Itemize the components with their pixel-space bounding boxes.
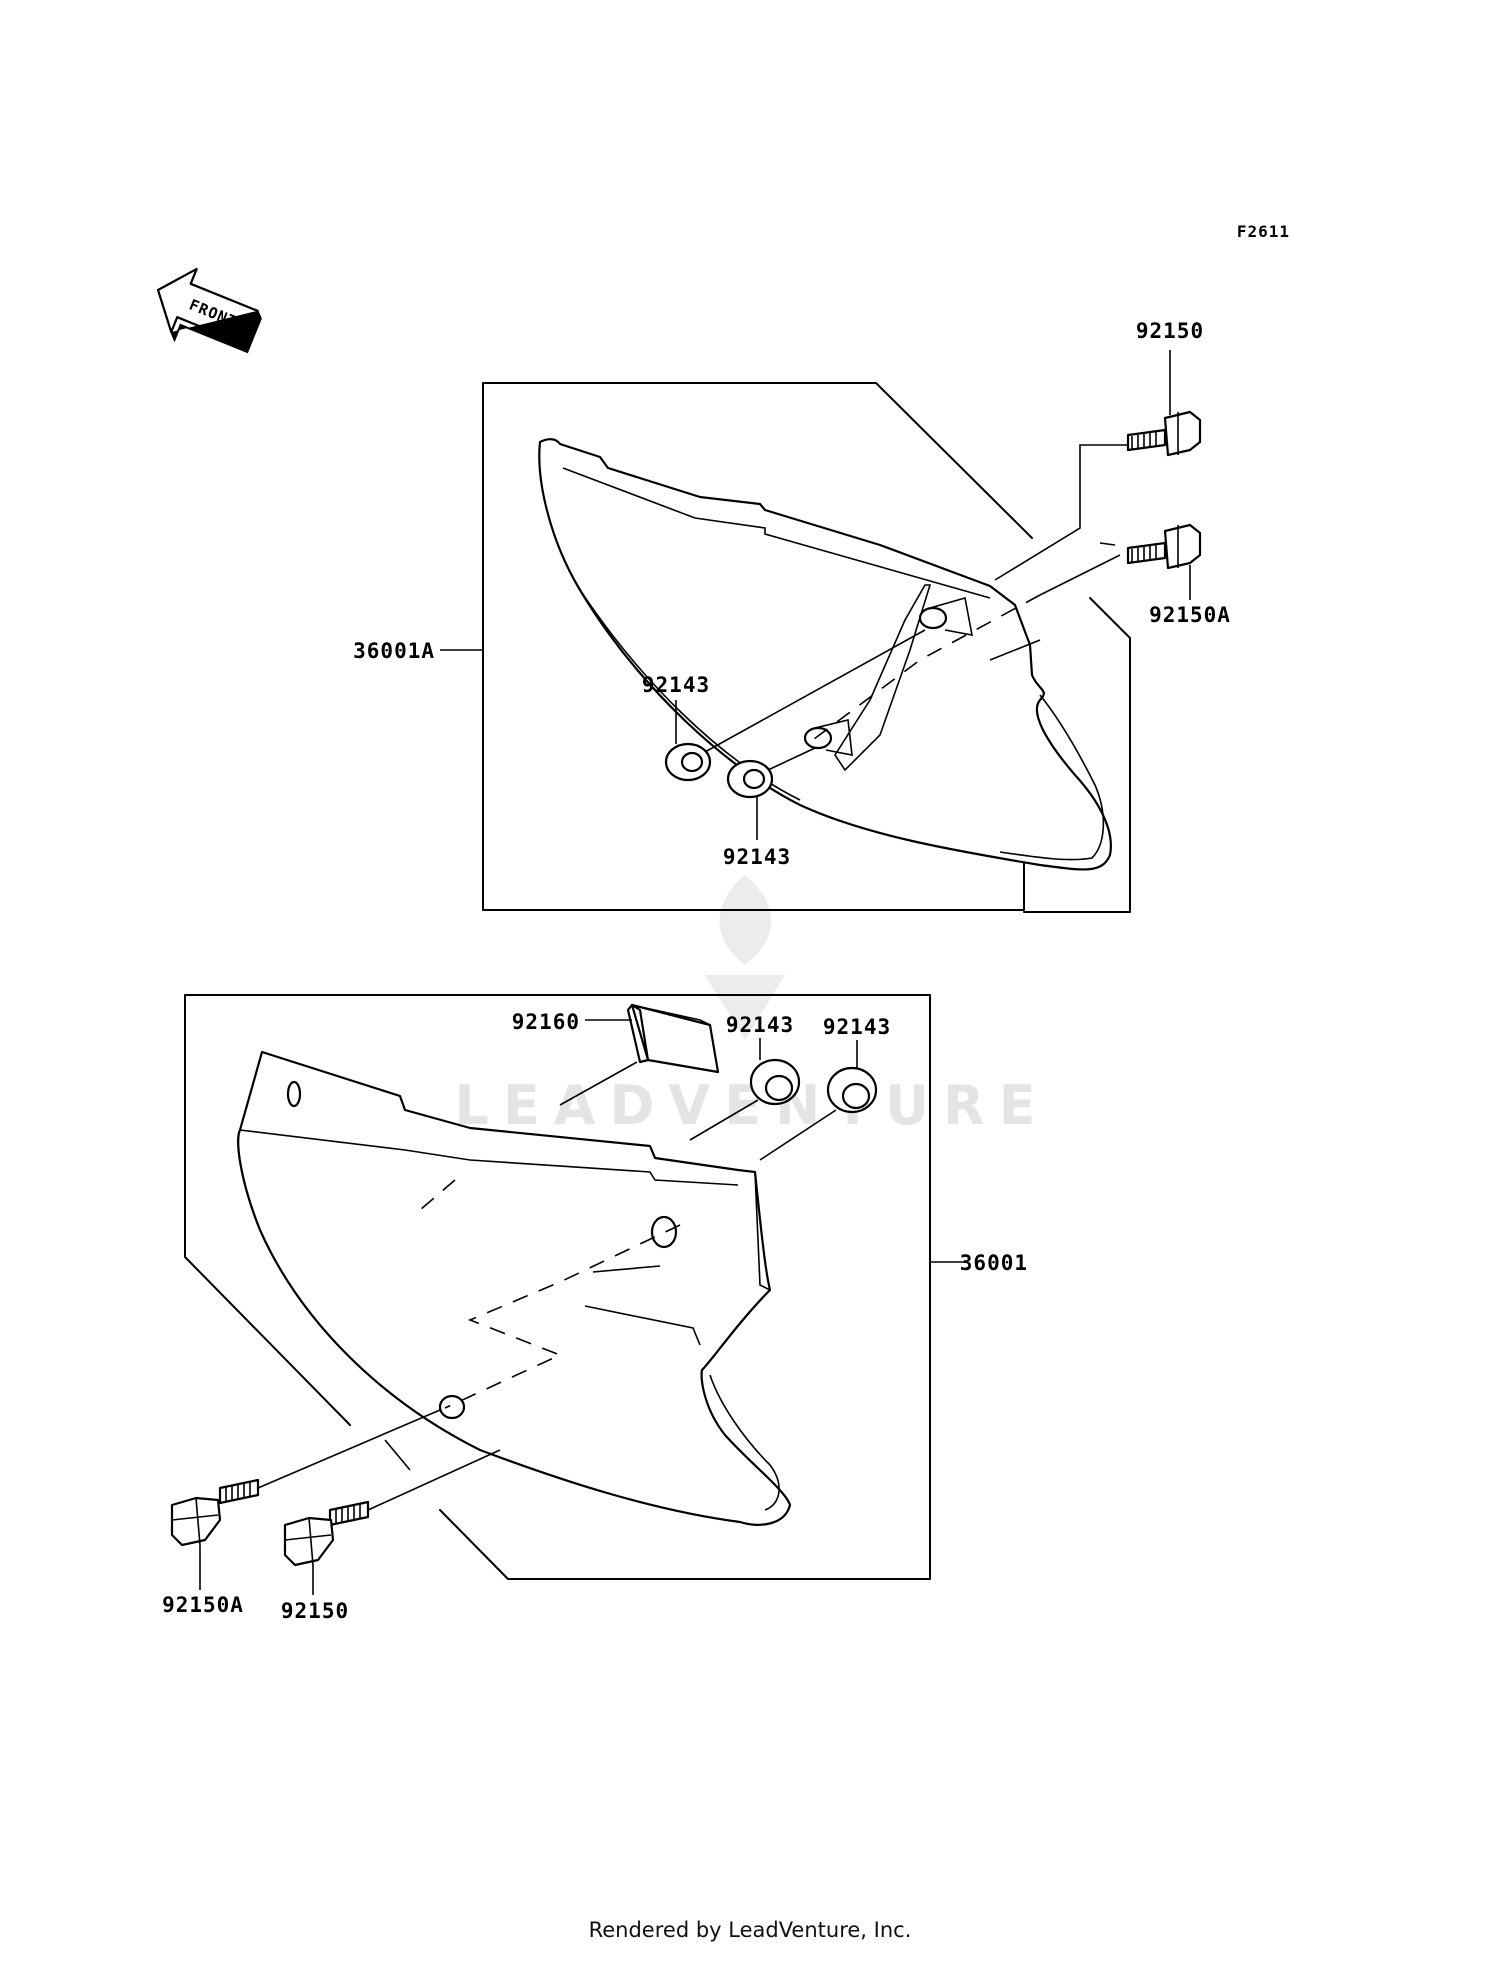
diagram-code: F2611: [1237, 222, 1290, 241]
lower-assembly-frame: [184, 994, 931, 1580]
bolt-92150-upper: [1126, 410, 1202, 457]
label-92150-upper: 92150: [1136, 319, 1204, 343]
upper-boss-2: [803, 726, 833, 750]
label-92143-lower-left: 92143: [726, 1013, 794, 1037]
watermark-text: LEADVENTURE: [455, 1074, 1050, 1137]
pad-92160: [626, 1003, 720, 1074]
front-arrow-icon: FRONT: [156, 267, 262, 354]
watermark-logo-icon: [705, 875, 785, 1040]
upper-boss-1: [918, 606, 948, 630]
upper-assembly: [440, 350, 1202, 913]
label-36001: 36001: [960, 1251, 1028, 1275]
footer-credit: Rendered by LeadVenture, Inc.: [588, 1918, 912, 1942]
lower-hole-2: [438, 1394, 466, 1420]
label-92143-lower-right: 92143: [823, 1015, 891, 1039]
label-92143-upper-right: 92143: [723, 845, 791, 869]
grommet-92143-lower-left: [749, 1058, 801, 1106]
label-92160: 92160: [512, 1010, 580, 1034]
label-92150a-lower: 92150A: [162, 1593, 244, 1617]
bolt-92150a-lower: [170, 1478, 260, 1547]
bolt-92150-lower: [283, 1500, 370, 1567]
lower-hole-1: [650, 1215, 678, 1249]
label-92150a-upper: 92150A: [1149, 603, 1231, 627]
upper-assembly-frame: [482, 382, 1033, 911]
side-cover-left: [538, 438, 1112, 871]
lower-assembly: [170, 994, 965, 1595]
grommet-92143-upper-right: [726, 759, 774, 799]
label-92150-lower: 92150: [281, 1599, 349, 1623]
grommet-92143-upper-left: [664, 742, 712, 782]
grommet-92143-lower-right: [826, 1066, 878, 1114]
label-92143-upper-left: 92143: [642, 673, 710, 697]
watermark: LEADVENTURE: [455, 875, 1050, 1137]
label-36001a: 36001A: [353, 639, 435, 663]
bolt-92150a-upper: [1126, 523, 1202, 570]
